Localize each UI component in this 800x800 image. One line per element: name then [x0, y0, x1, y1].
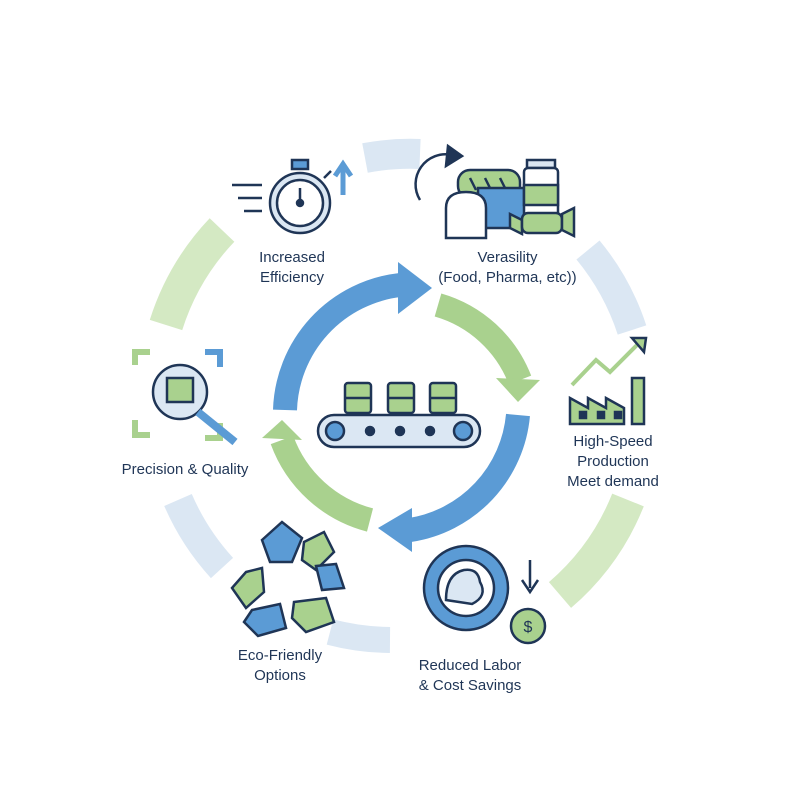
conveyor-belt-icon	[316, 381, 482, 449]
magnifier-box-icon	[132, 349, 238, 446]
outer-ring	[149, 138, 647, 653]
label-line: Reduced Labor	[418, 657, 522, 674]
label-line: Eco-Friendly	[237, 647, 323, 664]
cycle-arrowhead	[378, 508, 412, 552]
label-line: Precision & Quality	[121, 461, 249, 478]
cycle-arrowhead	[398, 262, 432, 314]
label-high-speed-production: High-Speed Production Meet demand	[548, 432, 678, 492]
label-eco-friendly: Eco-Friendly Options	[215, 646, 345, 686]
inner-cycle-arrows	[262, 262, 540, 552]
label-line: Verasility	[477, 249, 538, 266]
gear-arm-dollar-icon: $	[422, 544, 547, 645]
cycle-arrowhead	[262, 420, 302, 440]
factory-growth-icon	[568, 336, 648, 426]
label-line: (Food, Pharma, etc))	[438, 269, 577, 286]
outer-ring-segment	[576, 240, 647, 335]
products-icon	[414, 143, 576, 240]
svg-text:$: $	[524, 619, 533, 636]
recycle-icon	[230, 520, 346, 638]
label-increased-efficiency: Increased Efficiency	[232, 248, 352, 288]
cycle-arrow-blue-top	[273, 273, 402, 411]
label-line: Meet demand	[567, 473, 659, 490]
cycle-arrow-blue-bottom	[407, 413, 530, 542]
label-reduced-labor: Reduced Labor & Cost Savings	[400, 656, 540, 696]
label-line: Increased	[259, 249, 325, 266]
label-versatility: Verasility (Food, Pharma, etc))	[420, 248, 595, 288]
outer-ring-segment	[362, 138, 421, 173]
label-precision-quality: Precision & Quality	[100, 460, 270, 480]
label-line: Options	[254, 667, 306, 684]
outer-ring-segment	[149, 218, 235, 331]
label-line: & Cost Savings	[418, 677, 522, 694]
cycle-arrowhead	[496, 378, 540, 402]
cycle-arrow-green-left	[270, 435, 374, 532]
stopwatch-icon	[232, 158, 354, 235]
label-line: Efficiency	[260, 269, 324, 286]
outer-ring-segment	[326, 619, 391, 653]
outer-ring-segment	[548, 493, 644, 608]
cycle-arrow-green-right	[434, 293, 532, 385]
outer-ring-segment	[164, 493, 234, 579]
label-line: Production	[577, 453, 649, 470]
label-line: High-Speed	[573, 433, 653, 450]
